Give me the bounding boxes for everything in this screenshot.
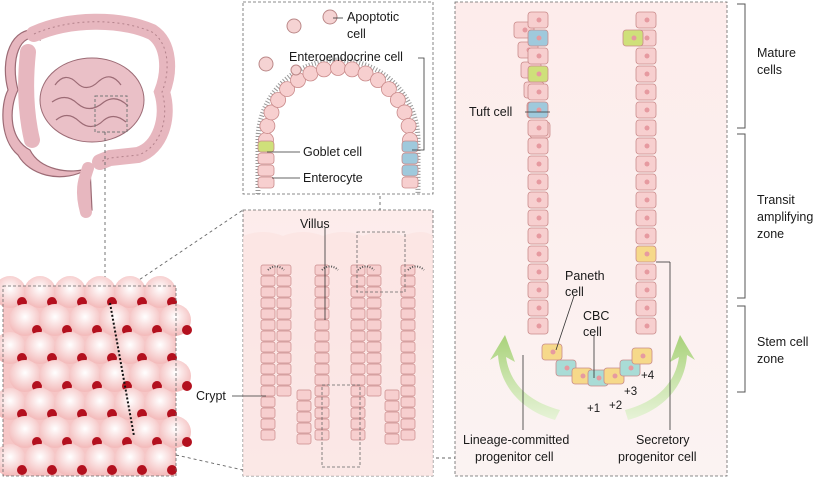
label-paneth-2: cell	[565, 285, 584, 299]
label-goblet: Goblet cell	[303, 145, 362, 159]
crypt-detail-panel	[454, 1, 728, 477]
zone-brackets	[737, 3, 746, 393]
label-position-plus3: +3	[624, 386, 637, 398]
label-enterocyte: Enterocyte	[303, 171, 363, 185]
label-apoptotic-2: cell	[347, 27, 366, 41]
label-apoptotic-1: Apoptotic	[347, 10, 399, 24]
lineage-arrow	[490, 335, 560, 420]
zone-transit-1: Transit	[757, 193, 795, 207]
label-enteroendocrine: Enteroendocrine cell	[289, 50, 403, 64]
zone-transit-2: amplifying	[757, 210, 813, 224]
diagram-labels: Apoptotic cell Enteroendocrine cell Gobl…	[196, 10, 813, 464]
label-paneth-1: Paneth	[565, 269, 605, 283]
label-secretory-2: progenitor cell	[618, 450, 697, 464]
label-position-plus2: +2	[609, 400, 622, 412]
leader-lines	[232, 17, 671, 430]
label-cbc-2: cell	[583, 325, 602, 339]
crypt-villus-panel	[242, 209, 434, 477]
zone-transit-3: zone	[757, 227, 784, 241]
zone-stem-2: zone	[757, 352, 784, 366]
label-cbc-1: CBC	[583, 309, 609, 323]
villus-tip-panel	[242, 1, 434, 195]
zone-stem-1: Stem cell	[757, 335, 808, 349]
label-secretory-1: Secretory	[636, 433, 690, 447]
label-crypt: Crypt	[196, 389, 226, 403]
apoptotic-cell-cluster	[258, 9, 338, 76]
zone-mature-2: cells	[757, 63, 782, 77]
secretory-arrow	[625, 335, 695, 420]
label-villus: Villus	[300, 217, 330, 231]
label-lineage-1: Lineage-committed	[463, 433, 569, 447]
label-tuft: Tuft cell	[469, 105, 512, 119]
tissue-section	[0, 276, 192, 477]
label-lineage-2: progenitor cell	[475, 450, 554, 464]
label-position-plus4: +4	[641, 370, 655, 382]
zone-mature-1: Mature	[757, 46, 796, 60]
intestine-illustration	[2, 13, 176, 218]
label-position-plus1: +1	[587, 403, 600, 415]
